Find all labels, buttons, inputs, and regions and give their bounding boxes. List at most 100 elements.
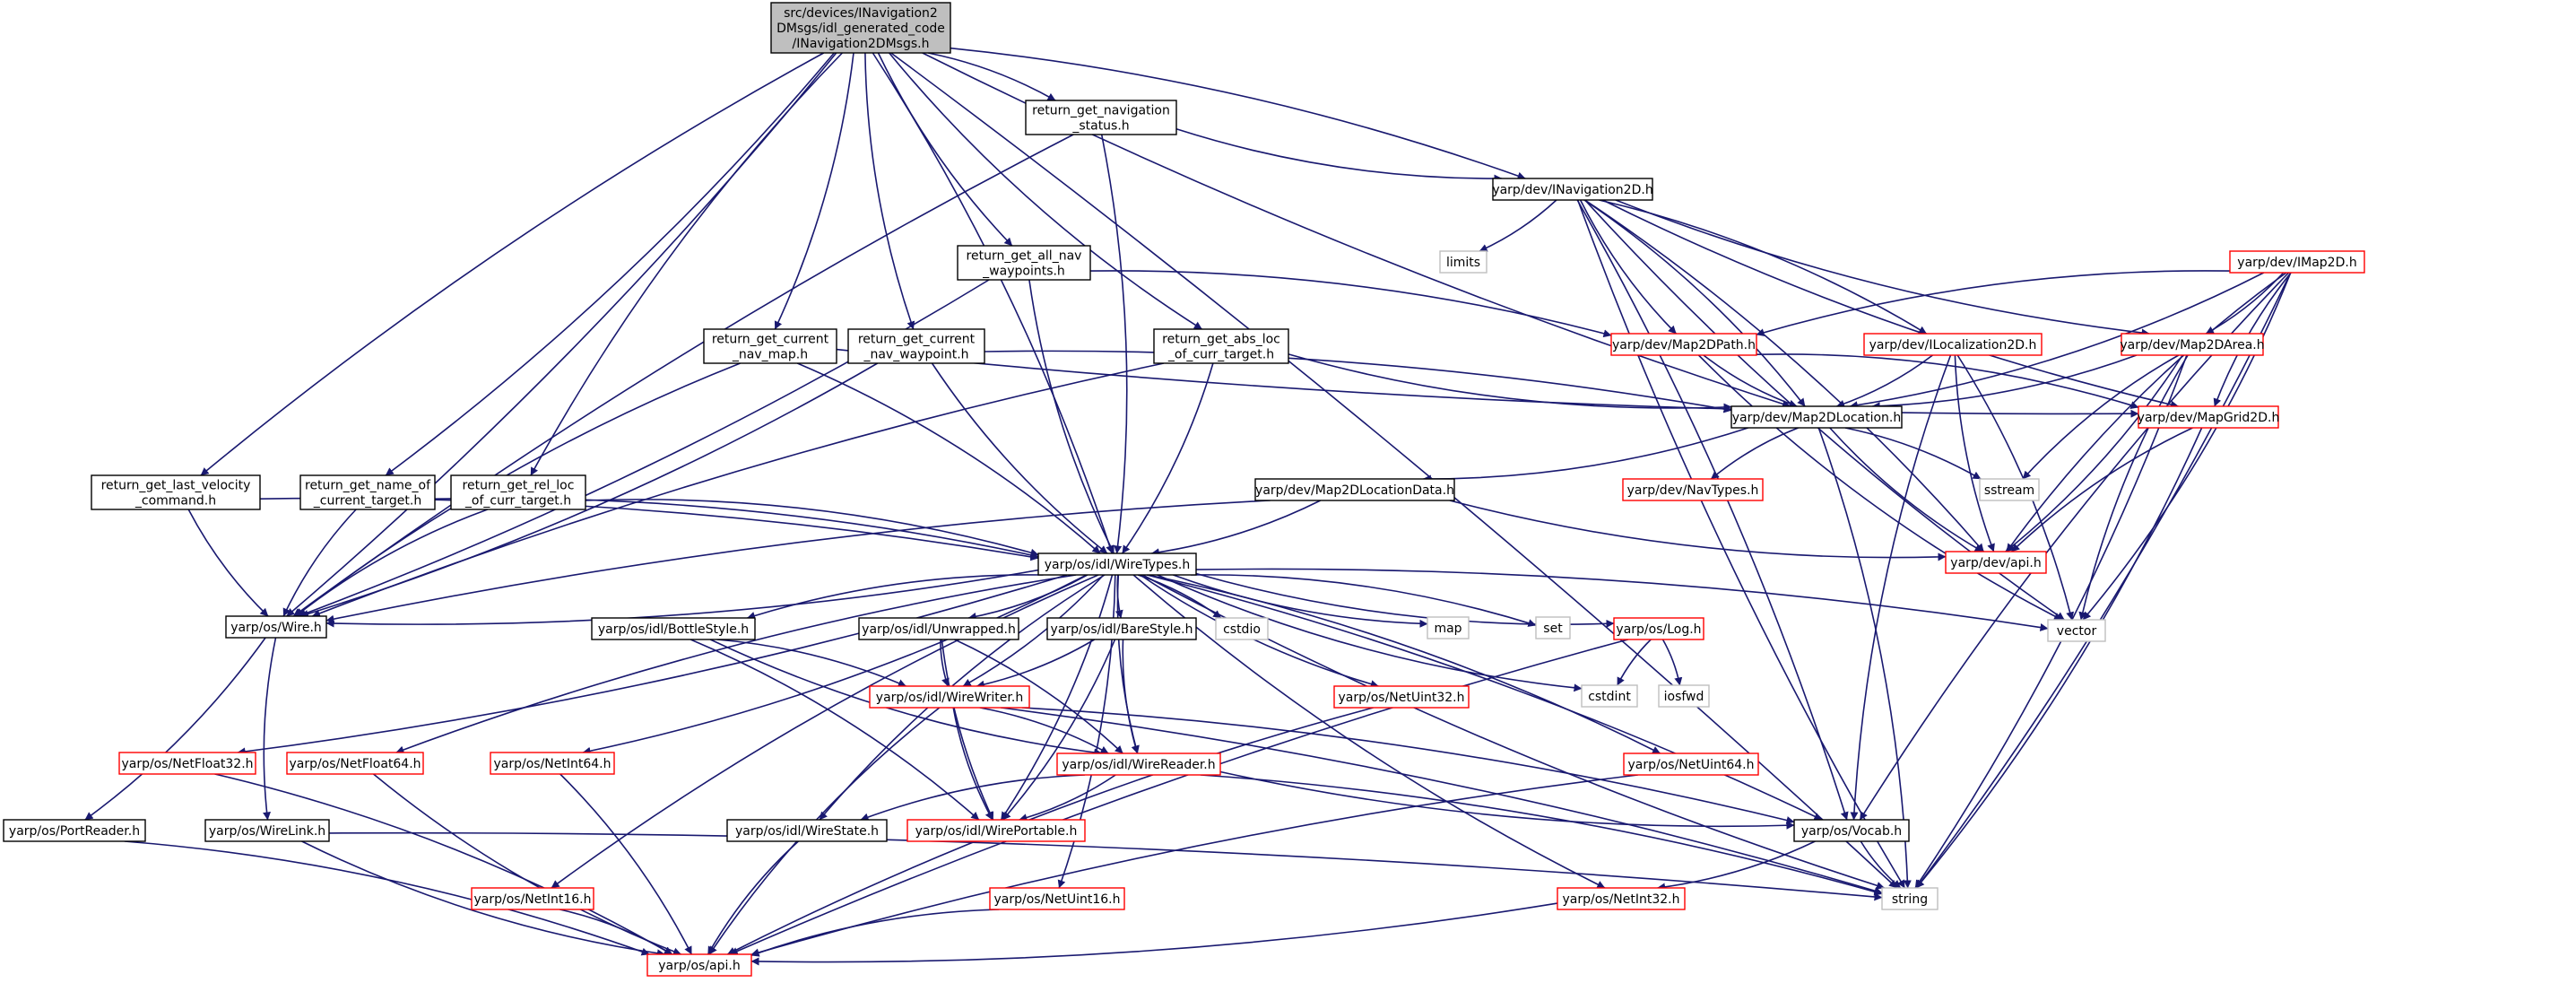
edge-iloc2d-to-devapi <box>1954 354 1995 552</box>
node-label: return_get_rel_loc <box>463 479 575 493</box>
edge-map2dpath-to-vector <box>1697 354 2062 621</box>
node-rel_loc[interactable]: return_get_rel_loc_of_curr_target.h <box>450 474 586 510</box>
edge-rel_loc-to-wire <box>295 509 489 617</box>
edge-imap2d-to-map2dpath <box>1756 270 2231 337</box>
edge-wirewriter-to-string <box>1000 707 1883 895</box>
node-label: return_get_name_of <box>305 479 431 493</box>
edge-inav2d-to-string <box>1576 199 1905 889</box>
node-wireportable[interactable]: yarp/os/idl/WirePortable.h <box>906 819 1086 842</box>
node-iloc2d[interactable]: yarp/dev/ILocalization2D.h <box>1863 333 2043 356</box>
node-cur_map[interactable]: return_get_current_nav_map.h <box>703 328 837 364</box>
edge-locdata-to-wiretypes <box>1150 500 1322 557</box>
node-vocab[interactable]: yarp/os/Vocab.h <box>1793 819 1910 842</box>
node-unwrapped[interactable]: yarp/os/idl/Unwrapped.h <box>858 617 1019 640</box>
edge-wiretypes-to-netfloat64 <box>395 574 1077 754</box>
edge-netfloat64-to-osapi <box>372 773 681 956</box>
node-label: yarp/os/NetInt32.h <box>1562 892 1679 907</box>
node-barestyle[interactable]: yarp/os/idl/BareStyle.h <box>1046 617 1197 640</box>
node-box <box>2121 333 2264 356</box>
node-box <box>1254 478 1455 501</box>
edge-imap2d-to-vector <box>2082 272 2292 621</box>
edge-netint64-to-osapi <box>559 773 693 955</box>
node-portreader[interactable]: yarp/os/PortReader.h <box>3 819 146 842</box>
node-netint16[interactable]: yarp/os/NetInt16.h <box>471 887 594 910</box>
edge-wire-to-wirelink <box>263 637 277 821</box>
node-label: return_get_current <box>712 333 829 347</box>
edge-wirereader-to-string <box>1200 774 1883 896</box>
node-wiretypes[interactable]: yarp/os/idl/WireTypes.h <box>1037 552 1197 576</box>
node-imap2d[interactable]: yarp/dev/IMap2D.h <box>2229 250 2365 274</box>
edge-all_wp-to-map2dpath <box>1089 270 1612 338</box>
node-navtypes[interactable]: yarp/dev/NavTypes.h <box>1622 478 1764 501</box>
node-map2dloc[interactable]: yarp/dev/Map2DLocation.h <box>1730 405 1903 429</box>
node-box <box>1945 551 2047 574</box>
node-wirestate[interactable]: yarp/os/idl/WireState.h <box>726 819 888 842</box>
node-box <box>1610 333 1757 356</box>
node-netfloat32[interactable]: yarp/os/NetFloat32.h <box>118 752 256 775</box>
node-box <box>204 819 330 842</box>
node-box <box>869 685 1030 709</box>
edge-wiretypes-to-set <box>1191 574 1537 627</box>
node-map2dpath[interactable]: yarp/dev/Map2DPath.h <box>1610 333 1757 356</box>
edge-root-to-cur_wp <box>864 52 915 330</box>
node-label: src/devices/INavigation2 <box>784 6 938 21</box>
node-wirereader[interactable]: yarp/os/idl/WireReader.h <box>1056 752 1221 776</box>
node-log[interactable]: yarp/os/Log.h <box>1613 617 1704 640</box>
node-label: yarp/os/NetInt64.h <box>493 757 611 771</box>
edge-vocab-to-netint32 <box>1657 840 1816 892</box>
node-devapi[interactable]: yarp/dev/api.h <box>1945 551 2047 574</box>
node-bottlestyle[interactable]: yarp/os/idl/BottleStyle.h <box>591 617 756 640</box>
node-netuint16[interactable]: yarp/os/NetUint16.h <box>989 887 1125 910</box>
node-label: yarp/dev/INavigation2D.h <box>1492 183 1652 197</box>
edge-abs_loc-to-wire <box>311 362 1165 618</box>
node-label: yarp/os/idl/BareStyle.h <box>1051 622 1193 637</box>
node-abs_loc[interactable]: return_get_abs_loc_of_curr_target.h <box>1153 328 1289 364</box>
node-netuint64[interactable]: yarp/os/NetUint64.h <box>1623 752 1759 776</box>
edge-log-to-osapi <box>729 639 1629 955</box>
node-label: _current_target.h <box>313 494 421 509</box>
edge-wiretypes-to-bottlestyle <box>747 574 1044 620</box>
node-netint64[interactable]: yarp/os/NetInt64.h <box>490 752 615 775</box>
node-wirelink[interactable]: yarp/os/WireLink.h <box>204 819 330 842</box>
node-box <box>1037 552 1197 576</box>
edge-wiretypes-to-wire <box>325 569 1039 628</box>
edge-netuint64-to-osapi <box>750 774 1638 957</box>
edge-cur_wp-to-map2dloc <box>984 350 1732 413</box>
node-inav2d[interactable]: yarp/dev/INavigation2D.h <box>1492 178 1653 201</box>
node-locdata[interactable]: yarp/dev/Map2DLocationData.h <box>1254 478 1455 501</box>
edge-netuint16-to-osapi <box>750 909 1000 957</box>
node-label: yarp/os/idl/WireReader.h <box>1062 758 1215 772</box>
node-netint32[interactable]: yarp/os/NetInt32.h <box>1557 887 1686 910</box>
node-box <box>726 819 888 842</box>
node-label: yarp/os/NetFloat64.h <box>289 757 421 771</box>
node-nav_status[interactable]: return_get_navigation_status.h <box>1025 100 1177 135</box>
node-wire[interactable]: yarp/os/Wire.h <box>225 615 327 639</box>
edge-map2darea-to-map2dloc <box>1871 354 2138 411</box>
node-map2darea[interactable]: yarp/dev/Map2DArea.h <box>2120 333 2265 356</box>
node-label: yarp/os/NetUint64.h <box>1627 758 1754 772</box>
node-box <box>957 245 1091 281</box>
edge-imap2d-to-map2dloc <box>1849 272 2265 410</box>
node-all_wp[interactable]: return_get_all_nav_waypoints.h <box>957 245 1091 281</box>
node-netuint32[interactable]: yarp/os/NetUint32.h <box>1333 685 1470 709</box>
node-box <box>591 617 756 640</box>
node-label: _nav_waypoint.h <box>863 348 968 362</box>
node-label: yarp/dev/Map2DArea.h <box>2120 338 2264 352</box>
node-label: yarp/os/NetInt16.h <box>473 892 591 907</box>
node-box <box>1056 752 1221 776</box>
node-mapgrid[interactable]: yarp/dev/MapGrid2D.h <box>2138 405 2280 429</box>
node-cur_wp[interactable]: return_get_current_nav_waypoint.h <box>847 328 985 364</box>
node-root[interactable]: src/devices/INavigation2DMsgs/idl_genera… <box>770 2 951 54</box>
node-label: /INavigation2DMsgs.h <box>793 37 930 51</box>
node-wirewriter[interactable]: yarp/os/idl/WireWriter.h <box>869 685 1030 709</box>
node-osapi[interactable]: yarp/os/api.h <box>646 953 752 977</box>
node-name_cur[interactable]: return_get_name_of_current_target.h <box>299 474 436 510</box>
node-box <box>1025 100 1177 135</box>
node-netfloat64[interactable]: yarp/os/NetFloat64.h <box>286 752 424 775</box>
node-last_vel[interactable]: return_get_last_velocity_command.h <box>91 474 261 510</box>
edge-name_cur-to-wire <box>282 509 357 617</box>
edge-map2darea-to-devapi <box>2005 354 2183 552</box>
edge-wirereader-to-wireportable <box>1019 774 1116 822</box>
node-label: _nav_map.h <box>732 348 808 362</box>
